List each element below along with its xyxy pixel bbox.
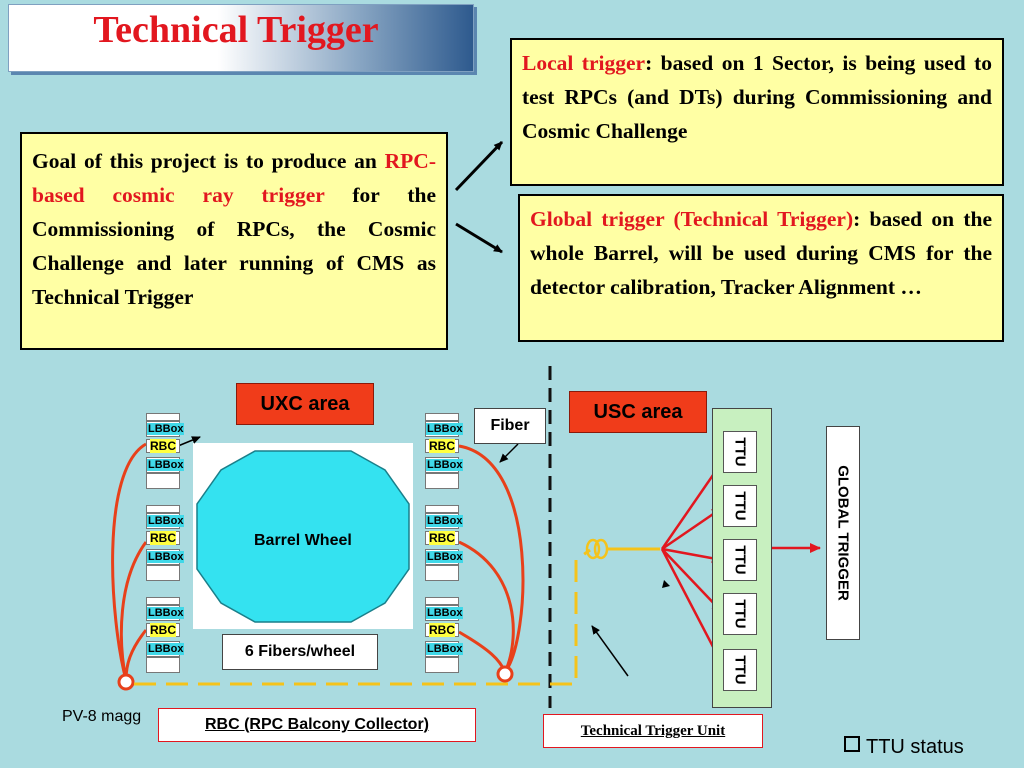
lbbox-cell: LBBox <box>146 549 185 565</box>
rbc-cell: RBC <box>425 439 459 453</box>
rack-left-1: LBBox RBC LBBox <box>146 413 185 489</box>
checkbox-icon <box>844 736 860 752</box>
fiber-right-2 <box>458 540 515 673</box>
footer-left-text: PV-8 magg <box>62 708 142 725</box>
lbbox-cell: LBBox <box>425 549 464 565</box>
ttu-status-item[interactable]: TTU status <box>844 736 964 759</box>
rack-right-3: LBBox RBC LBBox <box>425 597 464 673</box>
ttu-status-label: TTU status <box>866 736 964 758</box>
slide-title: Technical Trigger <box>93 9 379 51</box>
pointer-small-marker <box>662 580 670 588</box>
lbbox-cell: LBBox <box>146 605 185 621</box>
fibers-per-wheel-label: 6 Fibers/wheel <box>222 634 378 670</box>
barrel-wheel-label: Barrel Wheel <box>254 532 352 549</box>
fiber-label: Fiber <box>474 408 546 444</box>
rbc-cell: RBC <box>425 531 459 545</box>
ttu-unit: TTU <box>723 593 757 635</box>
arrow-to-global <box>455 222 503 254</box>
rack-left-2: LBBox RBC LBBox <box>146 505 185 581</box>
arrow-to-local <box>454 140 504 192</box>
uxc-area-label: UXC area <box>236 383 374 425</box>
goal-box: Goal of this project is to produce an RP… <box>20 132 448 350</box>
global-trigger-block: GLOBAL TRIGGER <box>826 426 860 640</box>
fiber-right-1 <box>458 444 525 673</box>
ttu-panel: TTU TTU TTU TTU TTU <box>712 408 772 708</box>
global-trigger-label-vertical: GLOBAL TRIGGER <box>834 465 852 601</box>
pointer-ttu <box>591 625 629 677</box>
rbc-cell: RBC <box>146 623 180 637</box>
global-trigger-label: Global trigger (Technical Trigger) <box>530 207 854 231</box>
rack-left-3: LBBox RBC LBBox <box>146 597 185 673</box>
rack-right-2: LBBox RBC LBBox <box>425 505 464 581</box>
pointer-fiber <box>499 443 519 463</box>
rbc-cell: RBC <box>146 439 180 453</box>
usc-area-label: USC area <box>569 391 707 433</box>
barrel-wheel-shape <box>196 450 410 623</box>
goal-text-post: for the Commissioning of RPCs, the Cosmi… <box>32 183 436 309</box>
rbc-cell: RBC <box>146 531 180 545</box>
lbbox-cell: LBBox <box>146 421 185 437</box>
title-banner <box>8 4 474 72</box>
ttu-caption: Technical Trigger Unit <box>543 714 763 748</box>
ttu-unit: TTU <box>723 649 757 691</box>
ttu-unit: TTU <box>723 539 757 581</box>
rack-right-1: LBBox RBC LBBox <box>425 413 464 489</box>
fiber-left-2 <box>119 541 148 681</box>
lbbox-cell: LBBox <box>425 513 464 529</box>
ttu-unit: TTU <box>723 485 757 527</box>
fiber-coil-2 <box>593 538 609 560</box>
local-trigger-label: Local trigger <box>522 51 646 75</box>
global-trigger-box: Global trigger (Technical Trigger): base… <box>518 194 1004 342</box>
lbbox-cell: LBBox <box>425 421 464 437</box>
lbbox-cell: LBBox <box>146 457 185 473</box>
lbbox-cell: LBBox <box>146 513 185 529</box>
fiber-left-3 <box>124 629 148 681</box>
ttu-unit: TTU <box>723 431 757 473</box>
local-trigger-text: : based on 1 Sector, is being used to te… <box>522 51 993 143</box>
rbc-cell: RBC <box>425 623 459 637</box>
global-trigger-text: : based on the whole Barrel, will be use… <box>530 207 992 299</box>
lbbox-cell: LBBox <box>425 457 464 473</box>
lbbox-cell: LBBox <box>425 641 464 657</box>
fiber-coil-1 <box>585 538 601 560</box>
goal-text-pre: Goal of this project is to produce an <box>32 149 385 173</box>
local-trigger-box: Local trigger: based on 1 Sector, is bei… <box>510 38 1004 186</box>
pointer-rbc <box>177 436 201 447</box>
fiber-left-1 <box>111 442 147 681</box>
fiber-node-right <box>496 665 514 683</box>
fiber-right-3 <box>458 630 507 673</box>
lbbox-cell: LBBox <box>146 641 185 657</box>
lbbox-cell: LBBox <box>425 605 464 621</box>
goal-text-highlight: RPC-based cosmic ray trigger <box>32 149 436 207</box>
fiber-node-left <box>117 673 135 691</box>
rbc-caption: RBC (RPC Balcony Collector) <box>158 708 476 742</box>
